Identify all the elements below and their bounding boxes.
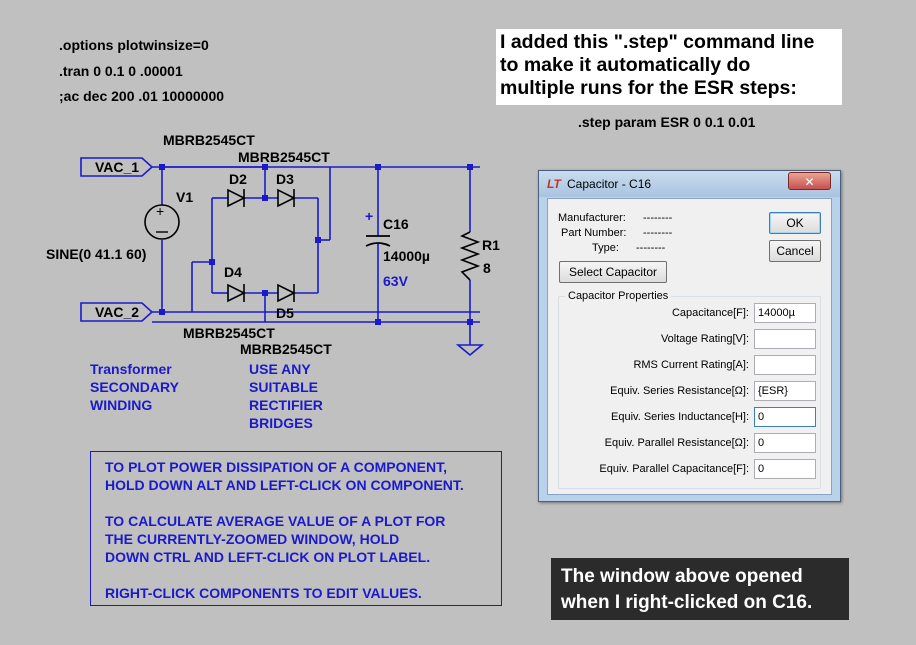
r1-value-label[interactable]: 8 [483, 260, 491, 276]
diode-d5-label[interactable]: D5 [276, 305, 294, 321]
capacitor-properties-group [558, 296, 821, 489]
note-transformer[interactable]: Transformer SECONDARY WINDING [90, 361, 179, 413]
callout-top-line2: to make it automatically do [500, 54, 751, 76]
callout-top-line1: I added this ".step" command line [500, 31, 815, 53]
net-flag-vac2[interactable] [80, 302, 154, 322]
net-label-vac2[interactable]: VAC_2 [95, 304, 140, 320]
type-label: Type: [592, 242, 619, 254]
callout-bottom-line1: The window above opened [561, 566, 803, 587]
dialog-client-area: Manufacturer: -------- Part Number: ----… [547, 198, 832, 495]
junction-nodes [159, 164, 473, 325]
diode-model-label-top2[interactable]: MBRB2545CT [238, 149, 330, 165]
svg-text:+: + [156, 203, 164, 219]
callout-right-click-explanation: The window above opened when I right-cli… [551, 558, 849, 620]
callout-step-explanation: I added this ".step" command line to mak… [496, 29, 842, 105]
epr-input[interactable] [754, 433, 816, 453]
net-label-vac1[interactable]: VAC_1 [95, 159, 140, 175]
ltspice-logo-icon: LT [547, 177, 561, 191]
ok-button[interactable]: OK [769, 212, 821, 234]
part-number-label: Part Number: [561, 227, 627, 239]
cancel-button[interactable]: Cancel [769, 240, 821, 262]
diode-d5-symbol[interactable] [277, 283, 296, 303]
diode-d4-symbol[interactable] [227, 283, 246, 303]
voltage-rating-input[interactable] [754, 329, 816, 349]
dialog-title: Capacitor - C16 [567, 177, 652, 191]
diode-model-label-bot1[interactable]: MBRB2545CT [183, 325, 275, 341]
directive-options[interactable]: .options plotwinsize=0 [59, 37, 209, 53]
note-rectifier[interactable]: USE ANY SUITABLE RECTIFIER BRIDGES [249, 361, 323, 431]
c16-name-label[interactable]: C16 [383, 216, 409, 232]
capacitance-input[interactable] [754, 303, 816, 323]
callout-top-line3: multiple runs for the ESR steps: [500, 77, 797, 99]
esr-input[interactable] [754, 381, 816, 401]
dialog-titlebar[interactable]: LT Capacitor - C16 ✕ [539, 171, 840, 197]
directive-step[interactable]: .step param ESR 0 0.1 0.01 [578, 114, 756, 130]
diode-model-label-bot2[interactable]: MBRB2545CT [240, 341, 332, 357]
voltage-rating-label: Voltage Rating[V]: [660, 333, 749, 345]
capacitor-properties-title: Capacitor Properties [565, 290, 672, 302]
directive-ac[interactable]: ;ac dec 200 .01 10000000 [59, 88, 225, 104]
manufacturer-value: -------- [643, 212, 673, 224]
v1-value-label[interactable]: SINE(0 41.1 60) [46, 246, 147, 262]
rms-current-input[interactable] [754, 355, 816, 375]
epr-label: Equiv. Parallel Resistance[Ω]: [604, 437, 749, 449]
capacitance-label: Capacitance[F]: [671, 307, 749, 319]
diode-model-label-top1[interactable]: MBRB2545CT [163, 132, 255, 148]
diode-d3-symbol[interactable] [277, 188, 296, 208]
diode-d3-label[interactable]: D3 [276, 171, 294, 187]
dialog-close-button[interactable]: ✕ [788, 172, 831, 190]
esl-input[interactable] [754, 407, 816, 427]
net-flag-vac1[interactable] [80, 157, 154, 177]
instructions-box [90, 451, 502, 606]
capacitor-dialog: LT Capacitor - C16 ✕ Manufacturer: -----… [538, 170, 841, 502]
c16-polarity-mark: + [365, 208, 374, 224]
type-value: -------- [636, 242, 666, 254]
esr-label: Equiv. Series Resistance[Ω]: [610, 385, 749, 397]
epc-input[interactable] [754, 459, 816, 479]
v1-name-label[interactable]: V1 [176, 189, 194, 205]
callout-bottom-line2: when I right-clicked on C16. [561, 592, 813, 613]
note-instructions[interactable]: TO PLOT POWER DISSIPATION OF A COMPONENT… [105, 459, 464, 601]
r1-name-label[interactable]: R1 [482, 237, 500, 253]
ground-symbol [455, 344, 485, 357]
c16-voltage-label[interactable]: 63V [383, 273, 408, 289]
manufacturer-label: Manufacturer: [558, 212, 626, 224]
select-capacitor-button[interactable]: Select Capacitor [559, 261, 667, 283]
directive-tran[interactable]: .tran 0 0.1 0 .00001 [59, 63, 183, 79]
diode-d2-label[interactable]: D2 [229, 171, 247, 187]
v1-source-symbol[interactable]: + [144, 203, 180, 240]
esl-label: Equiv. Series Inductance[H]: [611, 411, 749, 423]
resistor-r1-symbol[interactable] [459, 231, 481, 281]
epc-label: Equiv. Parallel Capacitance[F]: [599, 463, 749, 475]
diode-d2-symbol[interactable] [227, 188, 246, 208]
capacitor-c16-symbol[interactable] [365, 235, 391, 247]
rms-current-label: RMS Current Rating[A]: [633, 359, 749, 371]
diode-d4-label[interactable]: D4 [224, 264, 242, 280]
c16-value-label[interactable]: 14000µ [383, 248, 430, 264]
wires [152, 166, 480, 345]
part-number-value: -------- [643, 227, 673, 239]
